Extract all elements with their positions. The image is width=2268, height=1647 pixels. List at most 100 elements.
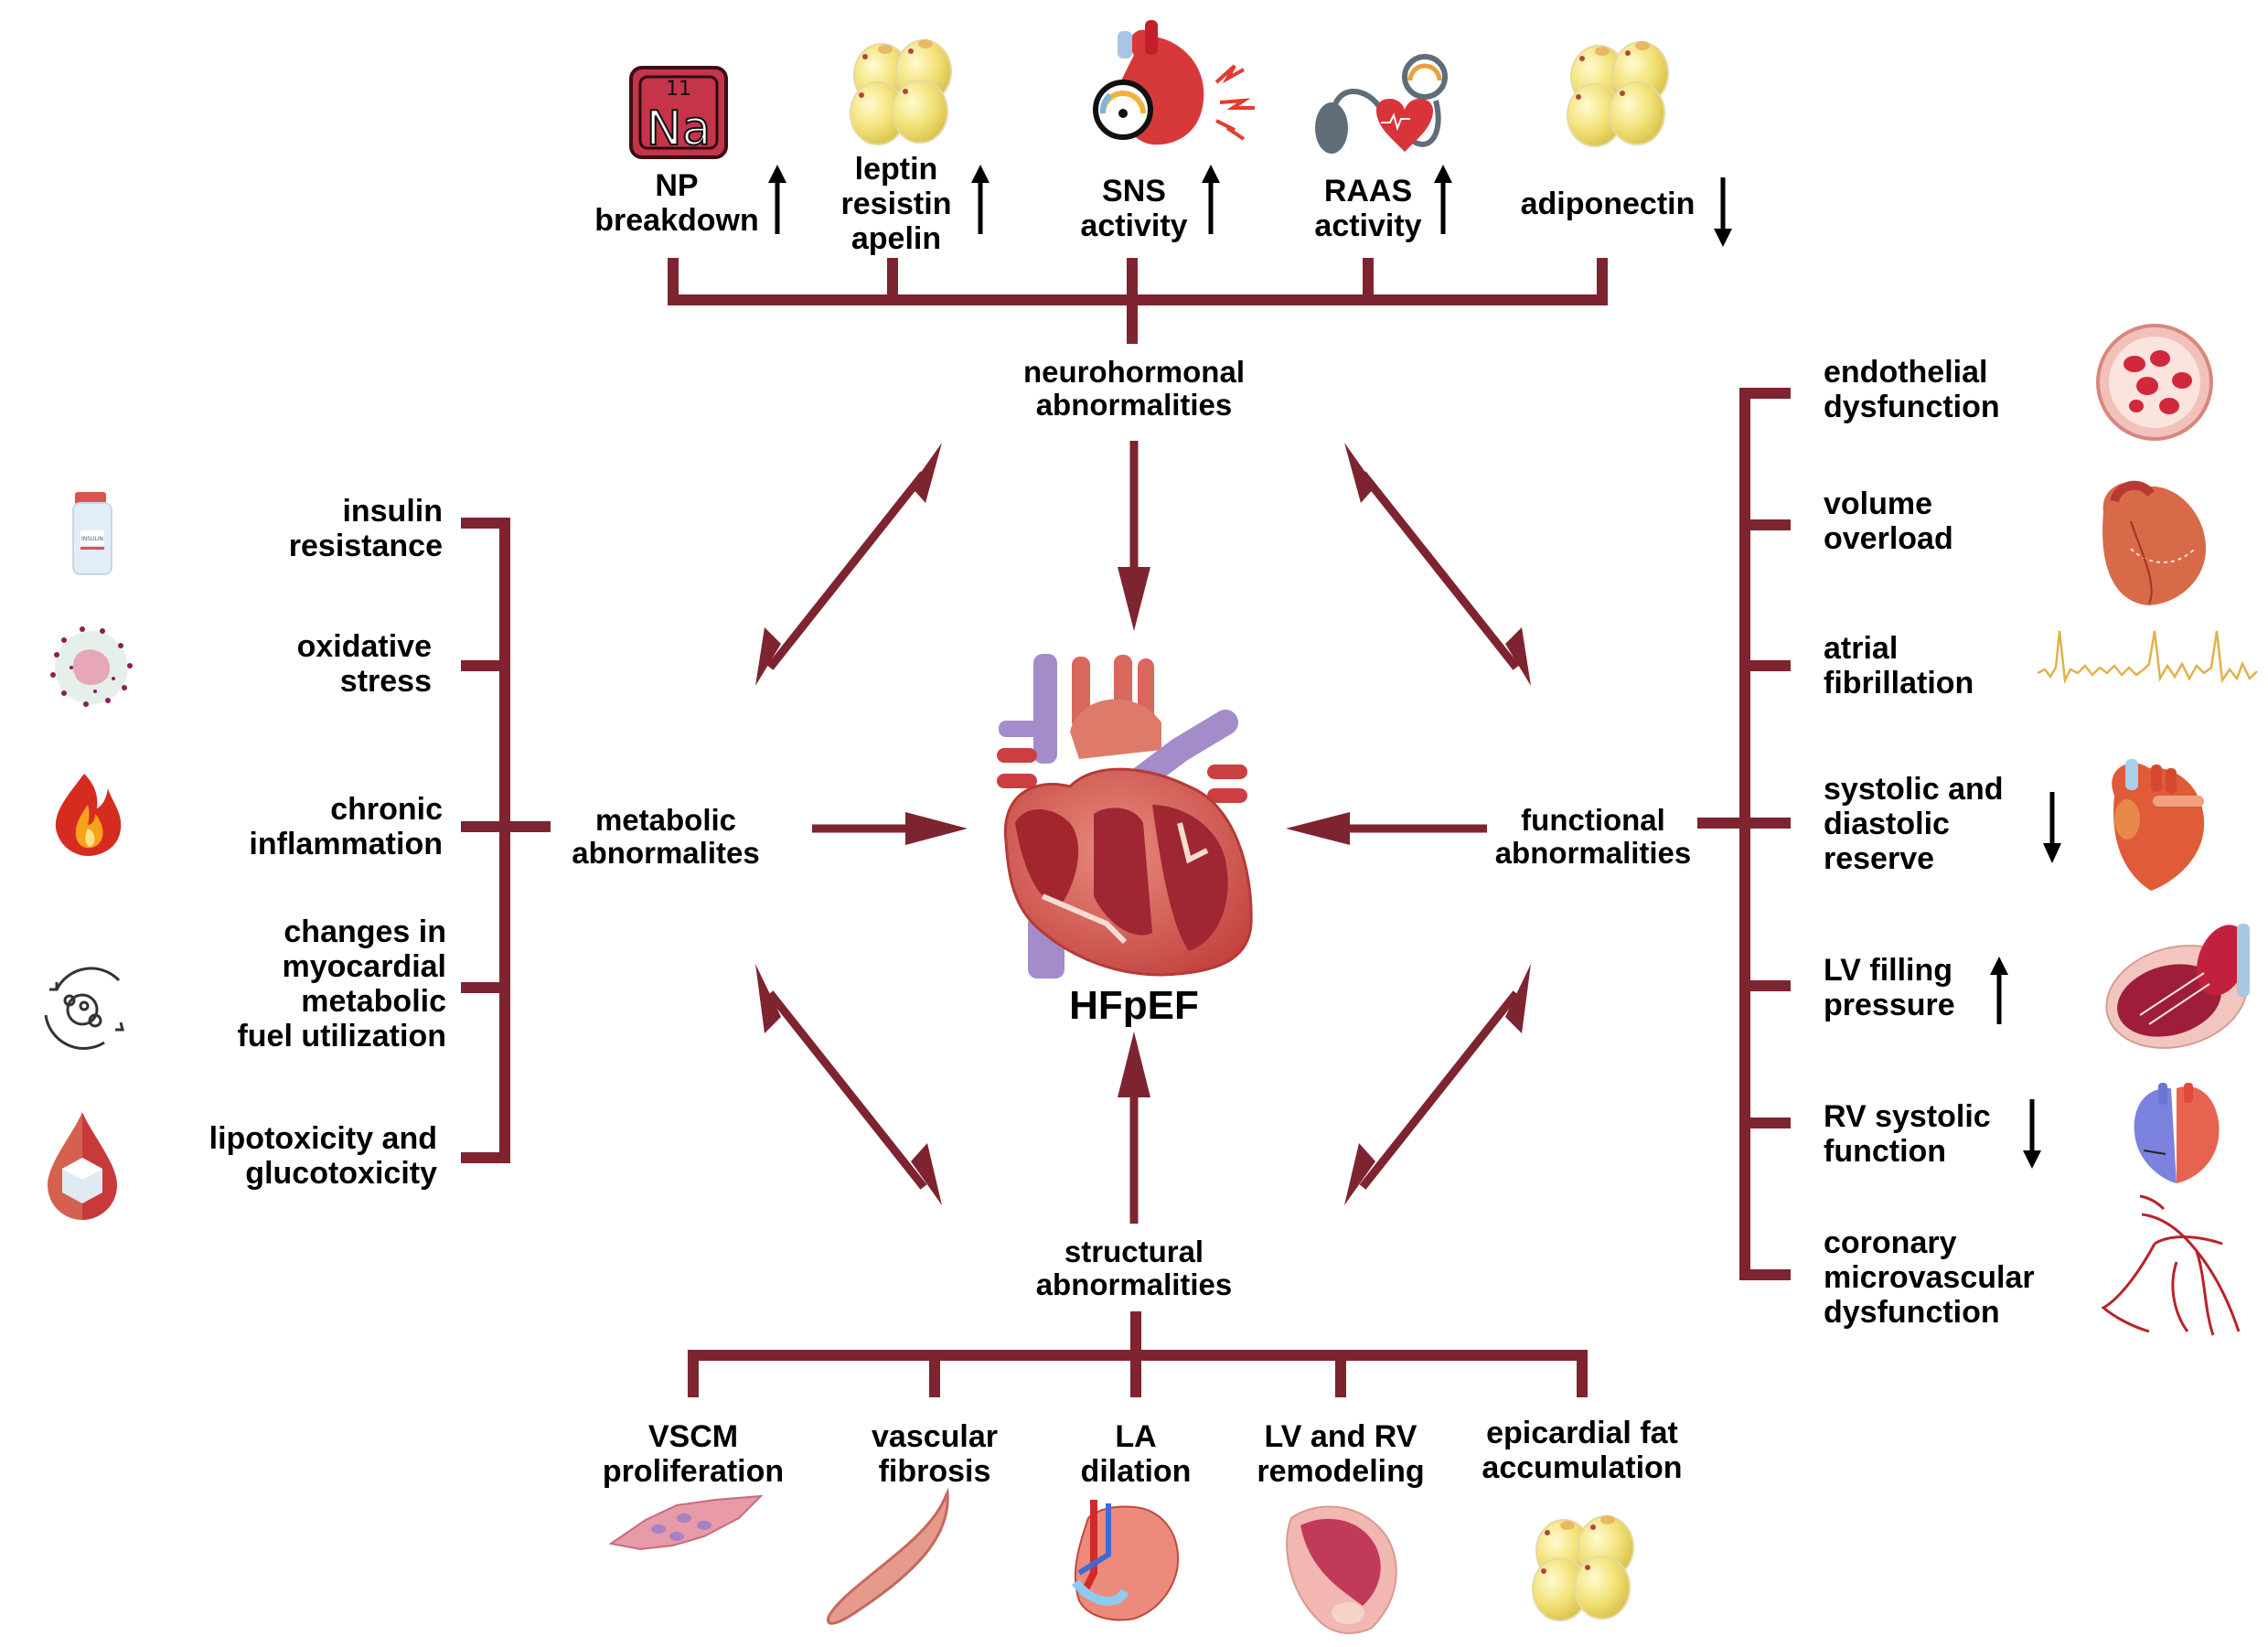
vascular-fibrosis-label-line1: vascular — [872, 1419, 998, 1454]
arrow-functional-to-hfpef[interactable] — [1286, 812, 1487, 845]
arrow-neurohormonal-to-hfpef[interactable] — [1118, 441, 1150, 631]
up-arrow-icon — [768, 165, 786, 234]
reserve-label-line3: reserve — [1824, 841, 1934, 876]
sodium-element-icon: 11 Na — [629, 66, 728, 159]
metabolic-item-oxidative-stress: oxidative stress — [50, 626, 432, 707]
heart-anatomy-icon — [997, 654, 1253, 979]
sns-label-line2: activity — [1080, 209, 1187, 243]
double-arrow-neuro-metabolic[interactable] — [755, 443, 942, 686]
metabolic-item-fuel-utilization: changes in myocardial metabolic fuel uti… — [44, 914, 446, 1053]
metabolic-item-chronic-inflammation: chronic inflammation — [55, 774, 443, 861]
epicardial-label-line1: epicardial fat — [1486, 1416, 1678, 1450]
double-arrow-neuro-functional[interactable] — [1344, 443, 1531, 686]
metabolic-group: metabolic abnormalites INSULIN insulin r… — [44, 492, 760, 1220]
epicardial-label-line2: accumulation — [1482, 1450, 1682, 1485]
metabolic-bracket — [461, 518, 551, 1163]
heart-icon — [2112, 759, 2205, 891]
afib-label-line1: atrial — [1824, 631, 1898, 666]
enlarged-heart-icon — [2102, 480, 2207, 605]
functional-group: functional abnormalities endothelial dys… — [1495, 324, 2258, 1336]
up-arrow-icon — [971, 165, 990, 234]
coronary-label-line3: dysfunction — [1824, 1295, 2000, 1330]
adipokine-line2: resistin — [841, 187, 952, 221]
fuel-label-line4: fuel utilization — [237, 1019, 446, 1053]
neuro-item-sns: SNS activity — [1080, 20, 1255, 243]
hfpef-label: HFpEF — [1069, 983, 1199, 1028]
lv-filling-label-line1: LV filling — [1824, 953, 1952, 988]
up-arrow-icon — [1202, 165, 1220, 234]
down-arrow-icon — [2043, 792, 2061, 863]
functional-title-line2: abnormalities — [1495, 836, 1692, 870]
functional-item-coronary-microvascular: coronary microvascular dysfunction — [1824, 1194, 2241, 1336]
reserve-label-line2: diastolic — [1824, 807, 1950, 841]
vascular-fibrosis-label-line2: fibrosis — [879, 1454, 991, 1489]
heart-atria-icon — [1071, 1500, 1180, 1621]
blood-drop-sugar-cube-icon — [48, 1112, 117, 1220]
heart-rv-lv-icon — [2134, 1083, 2220, 1183]
metabolic-item-insulin-resistance: INSULIN insulin resistance — [72, 492, 443, 575]
svg-text:11: 11 — [666, 78, 691, 101]
functional-item-systolic-diastolic-reserve: systolic and diastolic reserve — [1824, 759, 2205, 891]
structural-group: structural abnormalities VSCM proliferat… — [603, 1235, 1683, 1634]
lipotoxicity-label-line2: glucotoxicity — [245, 1156, 437, 1191]
vscm-label-line1: VSCM — [648, 1419, 738, 1454]
fire-icon — [55, 774, 122, 856]
structural-item-epicardial-fat: epicardial fat accumulation — [1482, 1416, 1683, 1621]
connectors — [755, 441, 1531, 1224]
functional-item-endothelial-dysfunction: endothelial dysfunction — [1824, 324, 2213, 441]
reserve-label-line1: systolic and — [1824, 772, 2004, 807]
raas-label-line2: activity — [1314, 209, 1421, 243]
ventricle-section-icon — [1286, 1505, 1397, 1634]
heart-gauge-icon — [1093, 20, 1255, 145]
double-arrow-functional-structural[interactable] — [1344, 964, 1531, 1205]
oxidative-label-line2: stress — [340, 664, 432, 699]
down-arrow-icon — [1714, 177, 1732, 247]
metabolic-item-lipotoxicity: lipotoxicity and glucotoxicity — [48, 1112, 437, 1220]
lipotoxicity-label-line1: lipotoxicity and — [209, 1121, 437, 1156]
coronary-label-line2: microvascular — [1824, 1260, 2035, 1295]
fuel-label-line3: metabolic — [301, 984, 446, 1019]
neurohormonal-title-line1: neurohormonal — [1023, 355, 1245, 389]
adipokine-line3: apelin — [851, 221, 941, 256]
hfpef-center: HFpEF — [997, 654, 1253, 1028]
arrow-structural-to-hfpef[interactable] — [1118, 1032, 1150, 1224]
rv-label-line1: RV systolic — [1824, 1099, 1991, 1134]
vessel-icon — [827, 1487, 949, 1625]
lv-filling-label-line2: pressure — [1824, 988, 1955, 1022]
arrow-metabolic-to-hfpef[interactable] — [812, 812, 968, 845]
neuro-item-adiponectin: adiponectin — [1521, 40, 1732, 247]
neuro-item-raas: RAAS activity — [1314, 54, 1452, 243]
double-arrow-metabolic-structural[interactable] — [755, 964, 942, 1205]
up-arrow-icon — [1990, 957, 2008, 1024]
adipocytes-icon — [850, 38, 952, 145]
structural-item-vscm-proliferation: VSCM proliferation — [603, 1419, 784, 1551]
neuro-item-adipokines: leptin resistin apelin — [841, 38, 990, 256]
insulin-vial-icon: INSULIN — [72, 492, 112, 575]
coronary-arteries-icon — [2101, 1194, 2241, 1336]
insulin-label-line2: resistance — [289, 529, 443, 563]
np-label-line1: NP — [655, 168, 698, 203]
down-arrow-icon — [2023, 1099, 2041, 1169]
structural-bracket — [688, 1311, 1588, 1397]
volume-label-line1: volume — [1824, 487, 1932, 521]
blood-vessel-cross-section-icon — [2096, 324, 2213, 441]
neurohormonal-group: neurohormonal abnormalities 11 Na NP bre… — [594, 20, 1732, 422]
adipokine-line1: leptin — [855, 152, 938, 187]
functional-item-volume-overload: volume overload — [1824, 480, 2207, 605]
smooth-muscle-cells-icon — [608, 1494, 764, 1551]
neurohormonal-title-line2: abnormalities — [1036, 388, 1233, 422]
structural-title-line1: structural — [1064, 1235, 1204, 1268]
la-dilation-label-line1: LA — [1115, 1419, 1156, 1454]
afib-label-line2: fibrillation — [1824, 666, 1974, 701]
insulin-label-line1: insulin — [342, 494, 443, 529]
coronary-label-line1: coronary — [1824, 1225, 1957, 1260]
structural-title-line2: abnormalities — [1036, 1267, 1233, 1301]
endothelial-label-line1: endothelial — [1824, 355, 1987, 390]
svg-text:Na: Na — [647, 102, 711, 156]
structural-item-vascular-fibrosis: vascular fibrosis — [827, 1419, 998, 1625]
neurohormonal-bracket — [668, 258, 1608, 344]
adipocytes-icon — [1567, 40, 1669, 147]
svg-text:INSULIN: INSULIN — [81, 536, 103, 542]
neuro-item-np-breakdown: 11 Na NP breakdown — [594, 66, 786, 238]
